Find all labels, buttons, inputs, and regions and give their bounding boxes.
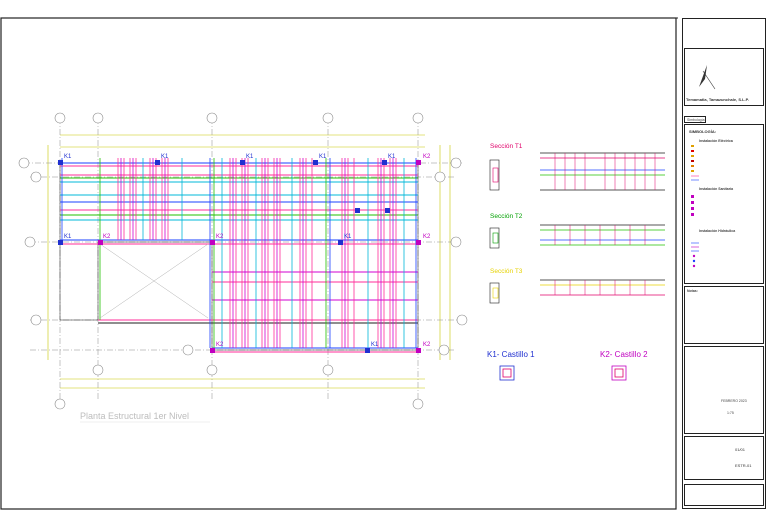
section-details: Sección T1 Sección T2 Sección T3 xyxy=(487,143,665,381)
axis-bubbles xyxy=(18,112,468,410)
plan-title: Planta Estructural 1er Nivel xyxy=(80,411,189,421)
svg-text:K2: K2 xyxy=(423,234,431,240)
svg-text:K1: K1 xyxy=(371,342,379,348)
svg-text:K1: K1 xyxy=(64,154,72,160)
north-box xyxy=(684,48,764,106)
drawing-code: ESTR-01 xyxy=(735,463,752,468)
title-block: Temamatla, Tamazunchale, S.L.P. Simbolog… xyxy=(678,0,768,512)
date-value: FEBRERO 2023 xyxy=(721,399,747,403)
reinforcement-vertical xyxy=(61,158,417,348)
simbologia-title: SIMBOLOGÍA: xyxy=(689,129,717,134)
svg-text:K2: K2 xyxy=(216,342,224,348)
svg-text:K2: K2 xyxy=(423,154,431,160)
notes-panel: Notas: xyxy=(684,286,764,344)
castillo-k1-label: K1- Castillo 1 xyxy=(487,350,535,359)
void-area xyxy=(99,243,209,319)
svg-text:K1: K1 xyxy=(246,154,254,160)
simbologia-tab-label: Simbología xyxy=(687,118,705,122)
sheet-border xyxy=(0,17,677,510)
svg-text:K2: K2 xyxy=(103,234,111,240)
svg-text:K1: K1 xyxy=(344,234,352,240)
project-location: Temamatla, Tamazunchale, S.L.P. xyxy=(686,97,749,102)
simbologia-tab[interactable]: Simbología xyxy=(684,116,706,123)
group-hidraulica: Instalación Hidráulica xyxy=(699,229,736,233)
svg-text:K2: K2 xyxy=(216,234,224,240)
section-t2-label: Sección T2 xyxy=(490,213,523,220)
sheet-number-box: 01/01 ESTR-01 xyxy=(684,436,764,480)
simbologia-panel: SIMBOLOGÍA: Instalación Eléctrica Instal… xyxy=(684,124,764,284)
signature-box xyxy=(684,484,764,506)
svg-text:K1: K1 xyxy=(388,154,396,160)
reinforcement-horizontal xyxy=(60,162,418,353)
legend-symbols xyxy=(691,145,699,268)
svg-text:K1: K1 xyxy=(161,154,169,160)
walls xyxy=(59,162,419,351)
group-sanitaria: Instalación Sanitaria xyxy=(699,187,734,191)
column-markers: K1 K1 K1 K1 K1 K2 K1 K2 K2 K1 K2 K2 K1 K… xyxy=(58,154,431,353)
castillo-k2-label: K2- Castillo 2 xyxy=(600,350,648,359)
scale-value: 1:75 xyxy=(727,411,734,415)
sheet-number: 01/01 xyxy=(735,447,746,452)
notes-title: Notas: xyxy=(687,289,698,293)
group-electrica: Instalación Eléctrica xyxy=(699,139,733,143)
north-arrow-icon xyxy=(699,65,716,90)
svg-text:K2: K2 xyxy=(423,342,431,348)
section-t1-label: Sección T1 xyxy=(490,143,523,150)
section-t3-label: Sección T3 xyxy=(490,268,523,275)
data-panel: FEBRERO 2023 1:75 xyxy=(684,346,764,434)
svg-text:K1: K1 xyxy=(64,234,72,240)
svg-text:K1: K1 xyxy=(319,154,327,160)
